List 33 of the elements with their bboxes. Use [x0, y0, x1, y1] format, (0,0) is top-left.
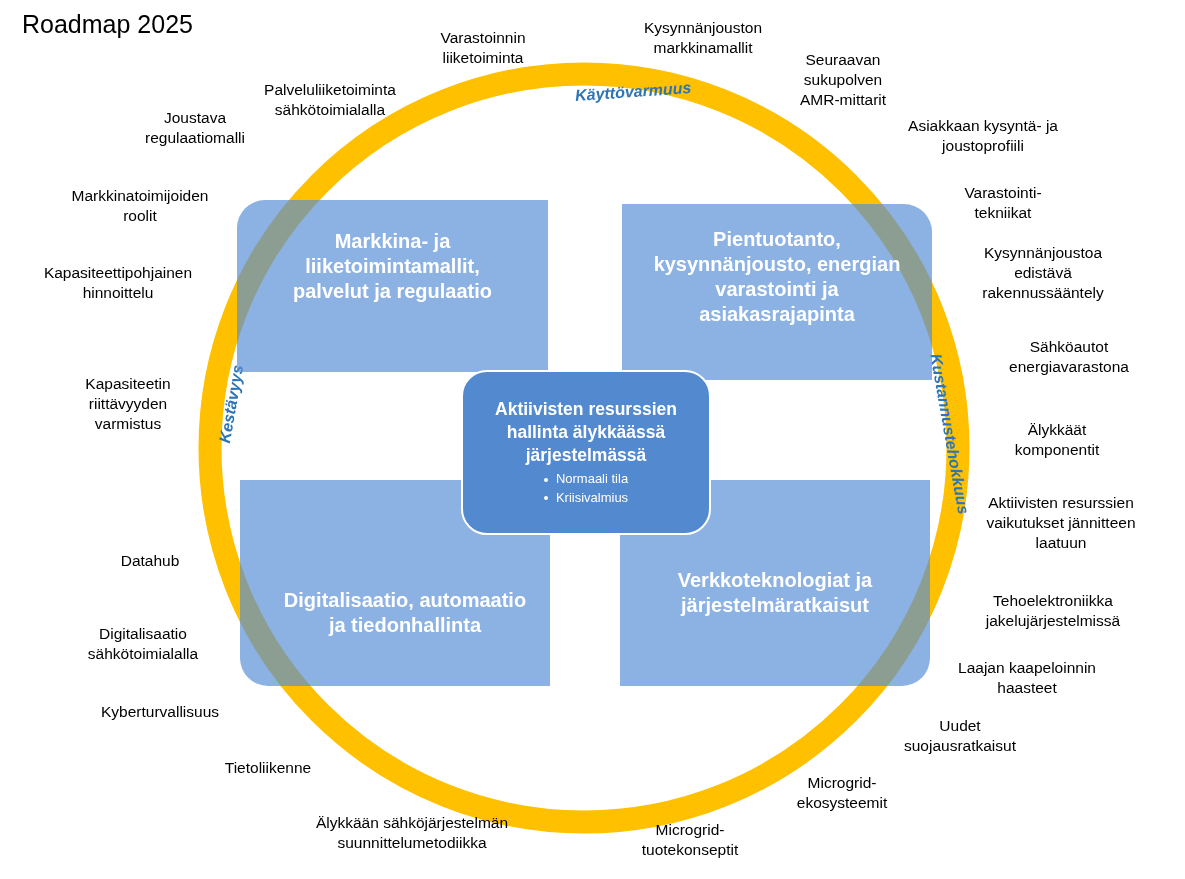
topic-label: Asiakkaan kysyntä- ja joustoprofiili — [907, 116, 1059, 157]
topic-label: Älykkään sähköjärjestelmän suunnittelumetodiikka — [314, 813, 510, 854]
bullet-item: Normaali tila — [555, 470, 629, 489]
topic-label: Palveluliiketoiminta sähkötoimialalla — [263, 80, 397, 121]
ring-label: Käyttövarmuus — [574, 78, 692, 106]
topic-label: Tietoliikenne — [223, 758, 313, 778]
topic-label: Varastointi- tekniikat — [963, 183, 1043, 224]
topic-label: Tehoelektroniikka jakelujärjestelmissä — [984, 591, 1122, 632]
center-title: Aktiivisten resurssien hallinta älykkäässä järjestelmässä — [494, 398, 678, 467]
topic-label: Kysynnänjouston markkinamallit — [642, 18, 764, 59]
topic-label: Kapasiteettipohjainen hinnoittelu — [42, 263, 194, 304]
panel-title: Markkina- ja liiketoimintamallit, palvelut ja regulaatio — [292, 228, 493, 304]
topic-label: Älykkäät komponentit — [1013, 420, 1101, 461]
topic-label: Microgrid- tuotekonseptit — [640, 820, 740, 861]
panel-title: Verkkoteknologiat ja järjestelmäratkaisut — [676, 568, 874, 618]
topic-label: Microgrid- ekosysteemit — [795, 773, 889, 814]
topic-label: Markkinatoimijoiden roolit — [70, 186, 210, 227]
ring-label: Kestävyys — [215, 363, 248, 445]
topic-label: Varastoinnin liiketoiminta — [439, 28, 527, 69]
topic-label: Sähköautot energiavarastona — [1008, 337, 1130, 378]
panel-title: Digitalisaatio, automaatio ja tiedonhallinta — [282, 588, 528, 638]
topic-label: Seuraavan sukupolven AMR-mittarit — [798, 50, 888, 111]
topic-label: Datahub — [119, 551, 181, 571]
title: Roadmap 2025 — [22, 10, 193, 39]
topic-label: Kapasiteetin riittävyyden varmistus — [84, 374, 172, 435]
bullet-item: Kriisivalmius — [555, 488, 629, 507]
topic-label: Kysynnänjoustoa edistävä rakennussääntely — [981, 243, 1105, 304]
topic-label: Digitalisaatio sähkötoimialalla — [86, 624, 200, 665]
topic-label: Laajan kaapeloinnin haasteet — [957, 658, 1097, 699]
topic-label: Kyberturvallisuus — [100, 702, 220, 722]
topic-label: Aktiivisten resurssien vaikutukset jännitteen laatuun — [985, 493, 1137, 554]
topic-label: Joustava regulaatiomalli — [144, 108, 246, 149]
topic-label: Uudet suojausratkaisut — [903, 716, 1017, 757]
